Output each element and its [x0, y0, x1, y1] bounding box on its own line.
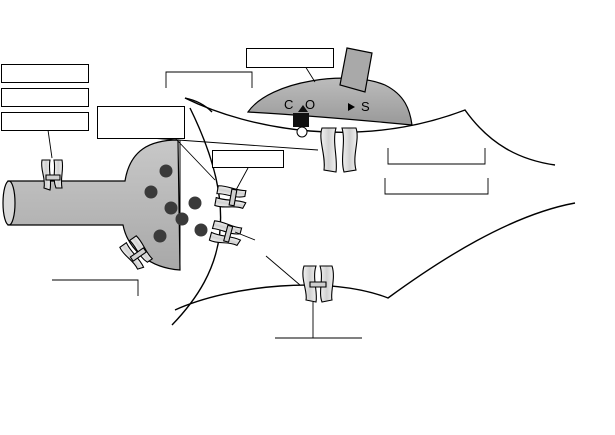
enzyme-label-o: O: [305, 97, 315, 112]
postsynaptic-membrane: [171, 97, 576, 326]
receptor-axon-bottom: [119, 235, 154, 270]
vesicle: [144, 185, 158, 199]
receptor-cleft-2: [208, 220, 243, 247]
receptors: [41, 127, 358, 303]
enzyme-block: [293, 113, 309, 127]
label-box-left-3[interactable]: [1, 112, 89, 131]
vesicle: [159, 164, 173, 178]
receptor-bottom-membrane: [302, 265, 334, 303]
label-box-left-2[interactable]: [1, 88, 89, 107]
leader-lines: [47, 65, 489, 339]
vesicle: [175, 212, 189, 226]
vesicles: [144, 164, 208, 243]
receptor-top-membrane: [320, 127, 358, 173]
vesicle: [164, 201, 178, 215]
label-box-top-center[interactable]: [246, 48, 334, 68]
enzyme-structure: C O S: [246, 47, 413, 138]
vesicle: [188, 196, 202, 210]
axon-terminal: [2, 139, 181, 271]
label-box-center-large[interactable]: [97, 106, 185, 139]
receptor-cleft-1: [214, 185, 247, 210]
vesicle: [153, 229, 167, 243]
vesicle: [194, 223, 208, 237]
label-box-left-1[interactable]: [1, 64, 89, 83]
axon-cut-end: [2, 180, 16, 226]
receptor-axon-top: [41, 159, 64, 191]
enzyme-label-s: S: [361, 99, 370, 114]
enzyme-label-c: C: [284, 97, 293, 112]
label-box-receptor[interactable]: [212, 150, 284, 168]
